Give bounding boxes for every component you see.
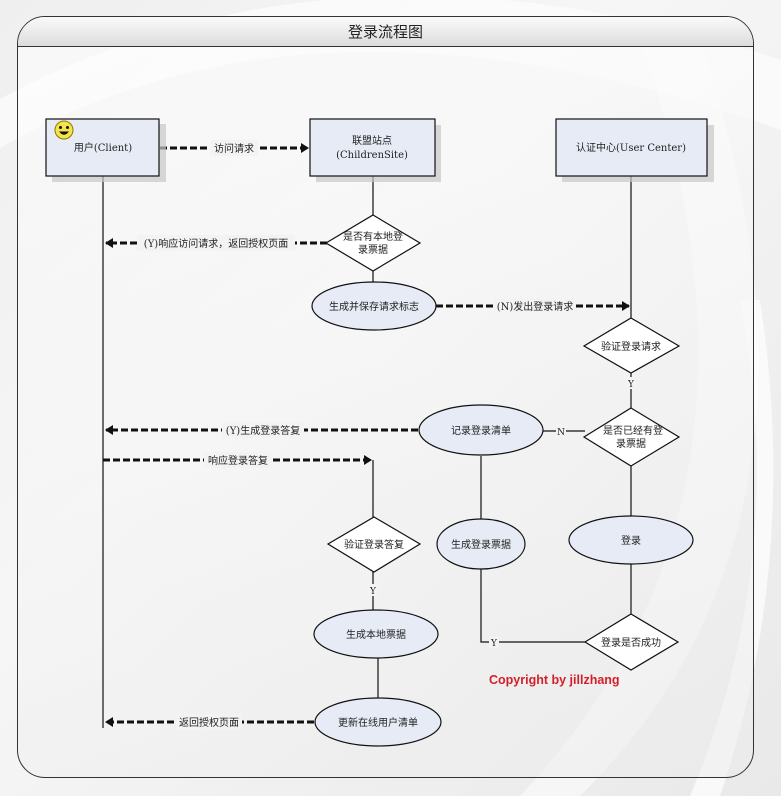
children-site-label-line2: (ChildrenSite) <box>336 150 408 161</box>
generate-local-ticket-label: 生成本地票据 <box>346 628 406 641</box>
children-site-node[interactable]: 联盟站点 (ChildrenSite) <box>309 118 441 182</box>
user-center-node[interactable]: 认证中心(User Center) <box>555 118 714 182</box>
login-label: 登录 <box>621 534 641 547</box>
edge-labels: 访问请求 (Y)响应访问请求，返回授权页面 (N)发出登录请求 (Y)生成登录答… <box>137 140 636 730</box>
login-success-y-label: Y <box>490 639 498 649</box>
generate-login-ticket-process[interactable]: 生成登录票据 <box>436 518 526 570</box>
generate-local-ticket-process[interactable]: 生成本地票据 <box>313 609 439 659</box>
client-label: 用户(Client) <box>74 141 132 154</box>
record-login-list-process[interactable]: 记录登录清单 <box>418 404 544 456</box>
diagram-title: 登录流程图 <box>18 17 753 47</box>
children-site-label-line1: 联盟站点 <box>352 134 392 147</box>
verify-reply-y-label: Y <box>369 587 377 597</box>
verify-login-reply-label: 验证登录答复 <box>344 538 404 551</box>
check-local-ticket-line1: 是否有本地登 <box>343 230 403 243</box>
save-request-flag-process[interactable]: 生成并保存请求标志 <box>311 281 437 331</box>
update-online-users-label: 更新在线用户清单 <box>338 716 418 729</box>
verify-login-request-decision[interactable]: 验证登录请求 <box>582 317 681 374</box>
check-existing-ticket-decision[interactable]: 是否已经有登 录票据 <box>582 407 681 467</box>
ticket-to-success-line <box>480 568 585 643</box>
verify-login-request-label: 验证登录请求 <box>601 340 661 353</box>
respond-auth-page-label: (Y)响应访问请求，返回授权页面 <box>144 237 288 250</box>
respond-login-reply-label: 响应登录答复 <box>208 454 268 467</box>
send-login-request-label: (N)发出登录请求 <box>497 300 574 313</box>
check-existing-ticket-line2: 录票据 <box>616 437 646 450</box>
update-online-users-process[interactable]: 更新在线用户清单 <box>314 697 442 747</box>
smiley-face-icon <box>54 120 74 140</box>
copyright-text: Copyright by jillzhang <box>489 673 620 687</box>
check-local-ticket-decision[interactable]: 是否有本地登 录票据 <box>324 214 422 272</box>
generate-login-reply-label: (Y)生成登录答复 <box>226 424 300 437</box>
verify-request-y-label: Y <box>627 380 635 390</box>
user-center-label: 认证中心(User Center) <box>576 141 686 154</box>
record-login-list-label: 记录登录清单 <box>451 424 511 437</box>
login-success-decision[interactable]: 登录是否成功 <box>583 613 680 671</box>
client-node[interactable]: 用户(Client) <box>45 118 166 182</box>
save-request-flag-label: 生成并保存请求标志 <box>329 300 419 313</box>
verify-login-reply-decision[interactable]: 验证登录答复 <box>326 516 422 573</box>
return-auth-page-label: 返回授权页面 <box>179 716 239 729</box>
login-success-label: 登录是否成功 <box>601 636 661 649</box>
check-existing-ticket-line1: 是否已经有登 <box>603 424 663 437</box>
n-branch-label: N <box>557 428 565 438</box>
login-process[interactable]: 登录 <box>568 515 694 565</box>
visit-request-label: 访问请求 <box>214 142 254 155</box>
generate-login-ticket-label: 生成登录票据 <box>451 538 511 551</box>
check-local-ticket-line2: 录票据 <box>358 243 388 256</box>
